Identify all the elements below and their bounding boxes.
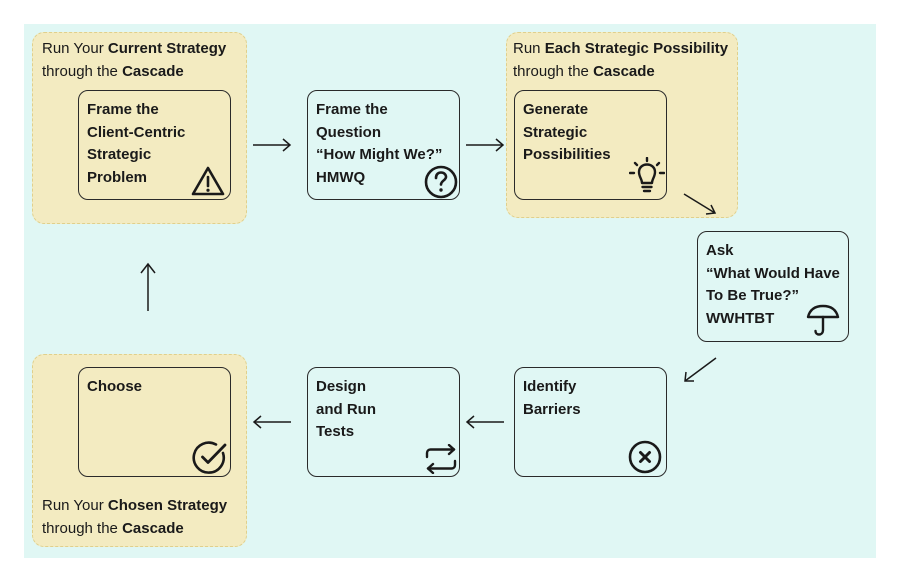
group-each-possibility-label: Run Each Strategic Possibility through t… xyxy=(513,40,729,80)
step-text: Problem xyxy=(87,168,148,186)
step-text: Tests xyxy=(316,423,355,440)
step-text: Strategic xyxy=(87,146,152,163)
step-text: and Run xyxy=(316,400,376,418)
step-text: Choose xyxy=(87,378,143,395)
step-text: HMWQ xyxy=(316,168,366,186)
arrow-design-to-choose xyxy=(252,415,291,429)
step-text: Identify xyxy=(523,378,577,395)
arrow-generate-to-ask xyxy=(683,193,717,215)
step-frame-question: Frame the Question “How Might We?” HMWQ xyxy=(307,90,460,200)
group-current-strategy-label: Run Your Current Strategy through the Ca… xyxy=(42,40,227,80)
step-text: Generate xyxy=(523,101,589,118)
step-text: Barriers xyxy=(523,400,581,418)
check-circle-icon xyxy=(192,441,227,474)
step-text: Frame the xyxy=(87,101,159,118)
step-text: Possibilities xyxy=(523,146,611,163)
step-text: Design xyxy=(316,378,367,395)
step-text: “What Would Have xyxy=(706,264,840,282)
step-text: Client-Centric xyxy=(87,123,186,141)
arrow-ask-to-barriers xyxy=(684,357,717,382)
step-text: To Be True?” xyxy=(706,287,800,304)
step-text: Strategic xyxy=(523,123,588,141)
arrow-problem-to-question xyxy=(253,138,292,152)
step-generate: Generate Strategic Possibilities xyxy=(514,90,667,200)
step-barriers: Identify Barriers xyxy=(514,367,667,477)
arrow-question-to-generate xyxy=(466,138,505,152)
step-text: Frame the xyxy=(316,101,388,118)
warning-icon xyxy=(191,166,225,196)
x-circle-icon xyxy=(628,440,662,474)
step-text: “How Might We?” xyxy=(316,146,443,163)
arrow-choose-to-current xyxy=(140,262,156,311)
step-text: WWHTBT xyxy=(706,309,775,327)
group-chosen-strategy-label: Run Your Chosen Strategy through the Cas… xyxy=(42,497,228,537)
step-design-tests: Design and Run Tests xyxy=(307,367,460,477)
arrow-barriers-to-design xyxy=(465,415,504,429)
lightbulb-icon xyxy=(629,157,665,193)
step-choose: Choose xyxy=(78,367,231,477)
step-frame-problem: Frame the Client-Centric Strategic Probl… xyxy=(78,90,231,200)
question-icon xyxy=(424,165,458,199)
umbrella-icon xyxy=(806,304,840,336)
step-ask: Ask “What Would Have To Be True?” WWHTBT xyxy=(697,231,849,342)
step-text: Ask xyxy=(706,242,734,259)
step-text: Question xyxy=(316,123,382,141)
repeat-icon xyxy=(425,444,457,474)
